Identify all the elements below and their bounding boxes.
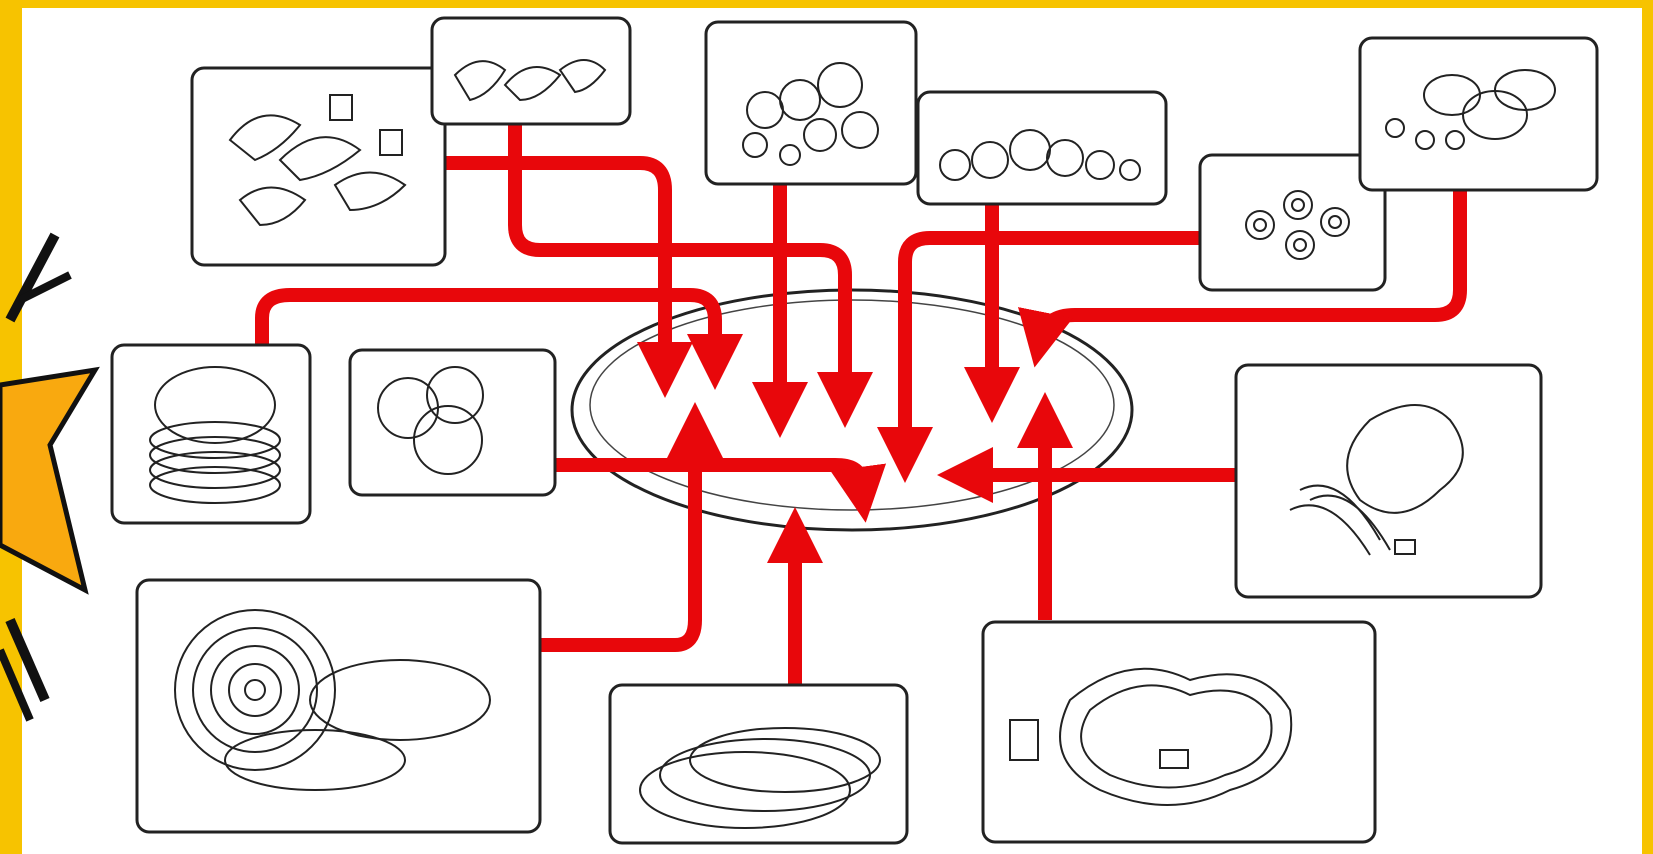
arrow-green-olives	[1018, 190, 1467, 368]
arrow-mushroom-small	[508, 125, 873, 428]
onion-rings-box	[608, 683, 909, 845]
ground-beef-crumbles-box	[916, 90, 1168, 206]
onion-slices-box	[135, 578, 542, 834]
mushroom-slices-icon	[453, 59, 607, 102]
olives-icon	[1385, 69, 1556, 150]
green-olives-box	[1358, 36, 1599, 192]
arrow-olive-rings	[877, 231, 1200, 483]
pepperoni-slices-box	[348, 348, 557, 497]
arrow-mushroom-large	[445, 156, 693, 398]
crumbles-icon	[939, 129, 1141, 181]
onion-rings-icon	[174, 609, 491, 791]
pepper-strips-icon	[1289, 404, 1464, 556]
crumbles-icon	[742, 62, 879, 166]
green-pepper-rings-box	[981, 620, 1377, 844]
pepper-rings-icon	[1009, 667, 1293, 806]
olive-rings-icon	[1245, 190, 1350, 260]
sausage-crumbles-box	[704, 20, 918, 186]
pepperoni-stack-icon	[149, 366, 281, 504]
mushroom-slices-small-box	[430, 16, 632, 126]
black-olive-slices-box	[1198, 153, 1387, 292]
pepperoni-stack-box	[110, 343, 312, 525]
arrow-pepperoni-stack	[255, 288, 743, 390]
arrow-pepperoni	[555, 458, 887, 523]
mushroom-slices-icon	[228, 94, 407, 227]
green-pepper-strips-box	[1234, 363, 1543, 599]
arrow-onion-slices	[540, 402, 723, 652]
pepperoni-icon	[377, 366, 484, 475]
comic-burst-icon	[0, 232, 100, 722]
mushroom-slices-large-box	[190, 66, 447, 267]
onion-rings-icon	[639, 727, 881, 829]
arrows	[255, 125, 1467, 690]
